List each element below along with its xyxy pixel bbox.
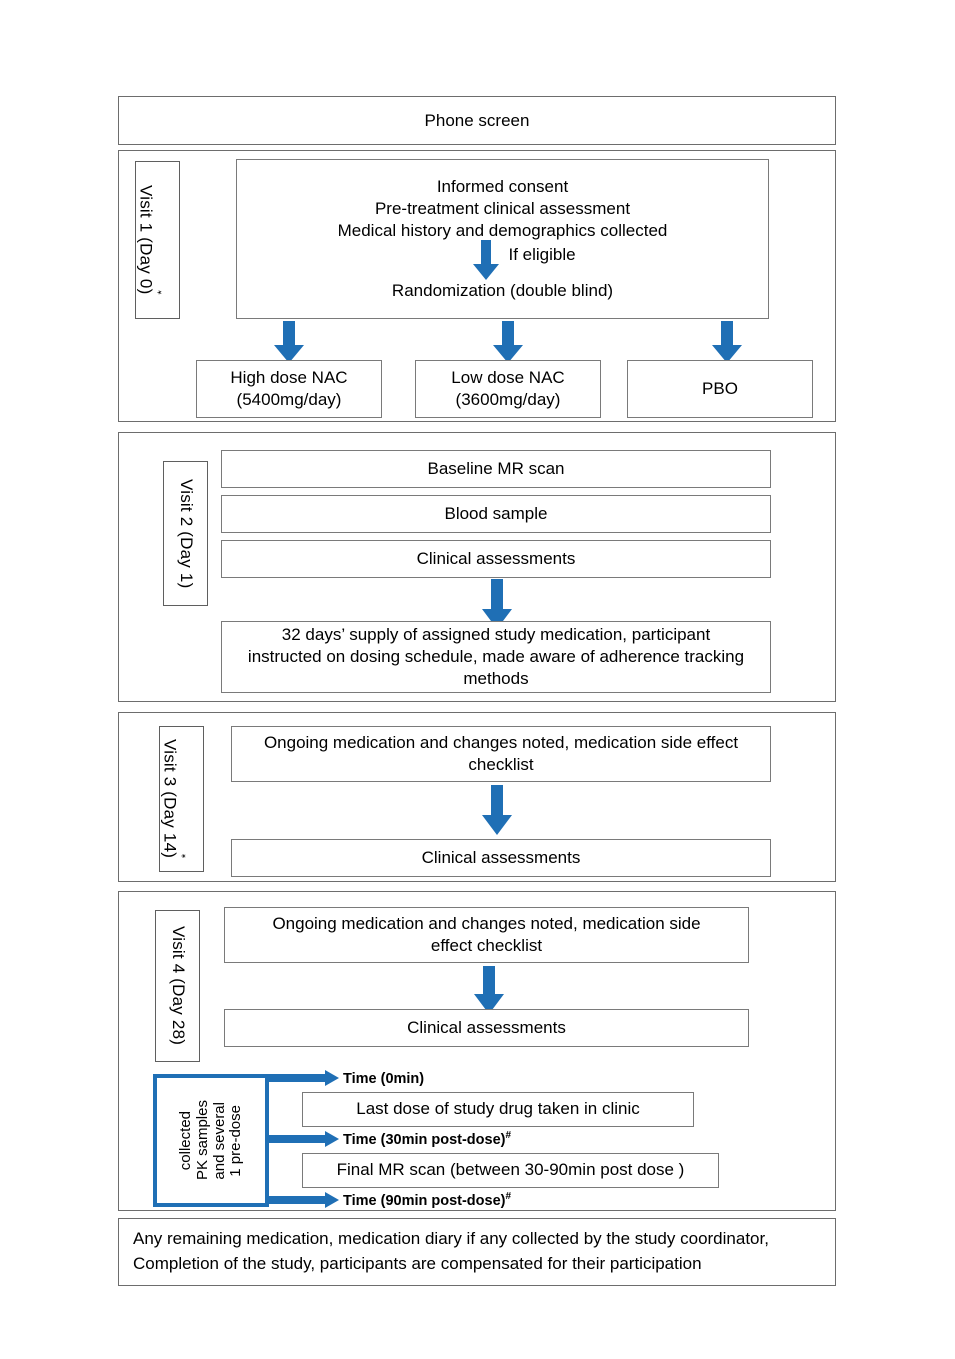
arm-dose-1: (5400mg/day) <box>236 390 342 409</box>
arrow-to-arm-3 <box>712 321 742 368</box>
last-dose-box: Last dose of study drug taken in clinic <box>302 1092 694 1127</box>
visit3-checklist-text: Ongoing medication and changes noted, me… <box>263 732 739 774</box>
if-eligible-label: If eligible <box>508 245 576 265</box>
visit1-side-label-text: Visit 1 (Day 0) <box>137 185 157 295</box>
arm-box-low-dose: Low dose NAC (3600mg/day) <box>415 360 601 418</box>
visit3-side-label: Visit 3 (Day 14)* <box>159 726 204 872</box>
arm-name-2: Low dose NAC <box>451 367 565 387</box>
pk-line-2: and several <box>210 1101 228 1180</box>
arm-box-high-dose: High dose NAC (5400mg/day) <box>196 360 382 418</box>
timepoint-label-90min: Time (90min post-dose)# <box>343 1191 511 1209</box>
arrow-to-arm-2 <box>493 321 523 368</box>
timepoint-marker-90min: # <box>505 1191 512 1202</box>
study-completion-box: Any remaining medication, medication dia… <box>118 1218 836 1286</box>
visit4-side-label: Visit 4 (Day 28) <box>155 910 200 1062</box>
visit3-checklist-box: Ongoing medication and changes noted, me… <box>231 726 771 782</box>
down-arrow-icon <box>472 240 499 281</box>
visit2-step-box-3: Clinical assessments <box>221 540 771 578</box>
final-mr-scan-text: Final MR scan (between 30-90min post dos… <box>336 1160 685 1180</box>
visit1-intake-box: Informed consent Pre-treatment clinical … <box>236 159 769 319</box>
arm-name-3: PBO <box>702 378 738 398</box>
visit3-side-label-marker: * <box>180 854 193 859</box>
timepoint-text-90min: Time (90min post-dose) <box>343 1192 506 1209</box>
visit4-checklist-text: Ongoing medication and changes noted, me… <box>272 913 701 955</box>
arm-name-1: High dose NAC <box>230 367 348 387</box>
visit3-section: Visit 3 (Day 14)* Ongoing medication and… <box>118 712 836 882</box>
intake-line-2: Pre-treatment clinical assessment <box>374 198 631 218</box>
visit2-step-1: Baseline MR scan <box>427 458 565 478</box>
visit1-side-label: Visit 1 (Day 0)* <box>135 161 180 319</box>
visit2-step-box-1: Baseline MR scan <box>221 450 771 488</box>
timepoint-text-30min: Time (30min post-dose) <box>343 1131 506 1148</box>
phone-screen-label: Phone screen <box>424 110 530 130</box>
visit4-assessments-box: Clinical assessments <box>224 1009 749 1047</box>
visit2-step-3: Clinical assessments <box>416 548 576 568</box>
timepoint-marker-30min: # <box>505 1130 512 1141</box>
pk-arrow-30min <box>267 1131 339 1152</box>
visit2-side-label-text: Visit 2 (Day 1) <box>176 478 196 589</box>
visit2-step-2: Blood sample <box>444 503 548 523</box>
footer-line-2: Completion of the study, participants ar… <box>133 1254 702 1273</box>
arm-dose-2: (3600mg/day) <box>455 390 561 409</box>
study-flow-diagram: Phone screen Visit 1 (Day 0)* Informed c… <box>118 96 836 1290</box>
footer-line-1: Any remaining medication, medication dia… <box>133 1229 769 1249</box>
visit4-side-label-text: Visit 4 (Day 28) <box>168 926 188 1046</box>
arrow-to-arm-1 <box>274 321 304 368</box>
pk-line-3: PK samples <box>193 1100 211 1181</box>
intake-line-3: Medical history and demographics collect… <box>337 221 668 240</box>
visit3-assessments-text: Clinical assessments <box>421 847 581 867</box>
final-mr-scan-box: Final MR scan (between 30-90min post dos… <box>302 1153 719 1188</box>
randomization-label: Randomization (double blind) <box>391 281 614 301</box>
pk-arrow-0min <box>267 1070 339 1091</box>
visit3-side-label-text: Visit 3 (Day 14) <box>161 739 181 859</box>
visit2-supply-text: 32 days’ supply of assigned study medica… <box>247 624 745 689</box>
timepoint-label-0min: Time (0min) <box>343 1069 424 1087</box>
intake-line-1: Informed consent <box>436 176 569 196</box>
timepoint-label-30min: Time (30min post-dose)# <box>343 1130 511 1148</box>
timepoint-text-0min: Time (0min) <box>343 1070 425 1087</box>
last-dose-text: Last dose of study drug taken in clinic <box>356 1099 640 1119</box>
pk-line-1: 1 pre-dose <box>227 1104 245 1177</box>
visit1-side-label-marker: * <box>156 290 169 295</box>
pk-sampling-bracket: 1 pre-dose and several PK samples collec… <box>153 1074 269 1207</box>
visit2-section: Visit 2 (Day 1) Baseline MR scan Blood s… <box>118 432 836 702</box>
visit4-assessments-text: Clinical assessments <box>407 1017 566 1037</box>
visit2-side-label: Visit 2 (Day 1) <box>163 461 208 606</box>
visit4-checklist-box: Ongoing medication and changes noted, me… <box>224 907 749 963</box>
visit2-down-arrow <box>482 579 512 634</box>
visit2-step-box-2: Blood sample <box>221 495 771 533</box>
arm-box-pbo: PBO <box>627 360 813 418</box>
phone-screen-box: Phone screen <box>118 96 836 145</box>
visit4-section: Visit 4 (Day 28) Ongoing medication and … <box>118 891 836 1211</box>
pk-arrow-90min <box>267 1192 339 1213</box>
visit2-supply-box: 32 days’ supply of assigned study medica… <box>221 621 771 693</box>
visit4-down-arrow <box>474 966 504 1019</box>
pk-line-4: collected <box>177 1110 194 1171</box>
visit3-assessments-box: Clinical assessments <box>231 839 771 877</box>
visit3-down-arrow <box>482 785 512 840</box>
visit1-section: Visit 1 (Day 0)* Informed consent Pre-tr… <box>118 150 836 422</box>
